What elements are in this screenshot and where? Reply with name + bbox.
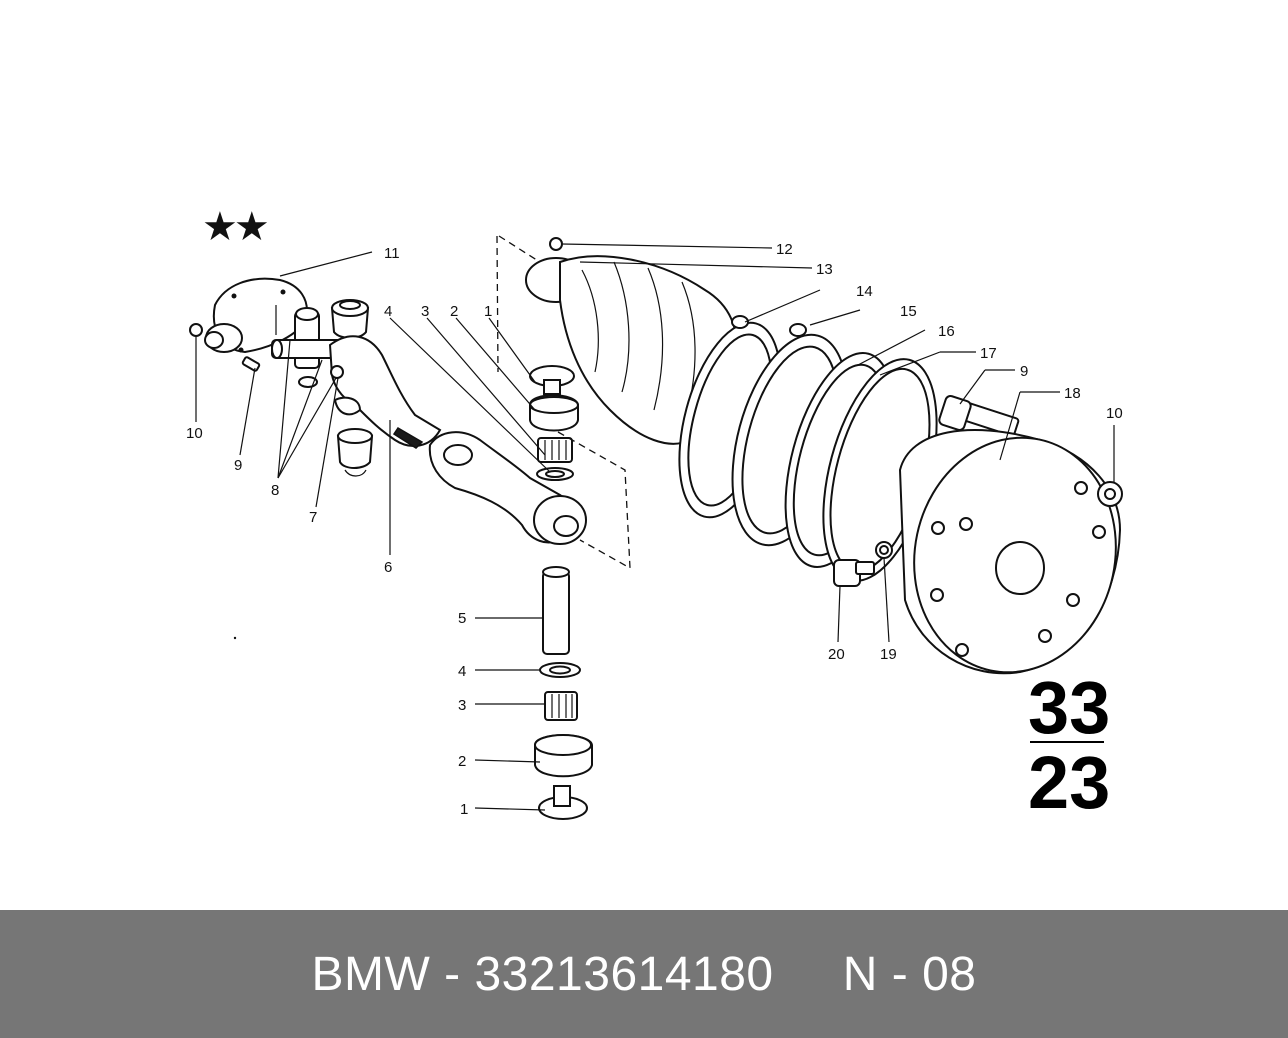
callout-5: 5	[458, 610, 466, 627]
sealing-washer	[875, 541, 893, 559]
callout-12: 12	[776, 241, 793, 258]
callout-9-left: 9	[234, 457, 242, 474]
bearing-housing-upper	[529, 394, 579, 432]
bearing-cup-bottom	[336, 428, 374, 477]
section-number-top: 33	[1028, 666, 1110, 749]
callout-18: 18	[1064, 385, 1081, 402]
callout-10-left: 10	[186, 425, 203, 442]
fork-yoke	[328, 335, 442, 447]
footer-bar: BMW - 33213614180 N - 08	[0, 910, 1288, 1038]
callout-16: 16	[938, 323, 955, 340]
bolt-flange	[938, 395, 1020, 437]
steering-arm	[392, 426, 587, 545]
nut-left	[189, 323, 203, 337]
drain-plug	[833, 559, 875, 587]
needle-bearing-lower	[544, 691, 578, 721]
callout-3-lower: 3	[458, 697, 466, 714]
callout-1-lower: 1	[460, 801, 468, 818]
callout-14: 14	[856, 283, 873, 300]
section-number-bottom: 23	[1028, 741, 1110, 824]
cap-lower	[538, 785, 588, 820]
callout-9-right: 9	[1020, 363, 1028, 380]
callout-4-upper: 4	[384, 303, 392, 320]
callout-7: 7	[309, 509, 317, 526]
callout-4-lower: 4	[458, 663, 466, 680]
callout-17: 17	[980, 345, 997, 362]
washer-lower	[539, 662, 581, 678]
callout-10-right: 10	[1106, 405, 1123, 422]
callout-15: 15	[900, 303, 917, 320]
flange-housing	[898, 429, 1122, 675]
pin-sleeve	[542, 566, 570, 655]
stars-marker: ★★	[202, 204, 268, 250]
callout-6: 6	[384, 559, 392, 576]
callout-13: 13	[816, 261, 833, 278]
housing-cover	[204, 277, 308, 354]
part-number-caption: BMW - 33213614180 N - 08	[311, 947, 977, 1001]
bolt-left	[241, 356, 261, 372]
callout-8: 8	[271, 482, 279, 499]
callout-11: 11	[384, 245, 400, 262]
callout-1-upper: 1	[484, 303, 492, 320]
bearing-cup-top	[330, 299, 370, 339]
callout-2-upper: 2	[450, 303, 458, 320]
callout-20: 20	[828, 646, 845, 663]
needle-bearing-upper	[537, 437, 573, 463]
bearing-housing-lower	[534, 734, 593, 778]
cap-upper	[529, 365, 575, 395]
callout-2-lower: 2	[458, 753, 466, 770]
nut-right	[1097, 481, 1123, 507]
callout-19: 19	[880, 646, 897, 663]
exploded-view-drawing: ★★	[186, 204, 1123, 824]
callout-3-upper: 3	[421, 303, 429, 320]
washer-upper	[536, 467, 574, 481]
parts-diagram: ★★	[186, 204, 1123, 824]
